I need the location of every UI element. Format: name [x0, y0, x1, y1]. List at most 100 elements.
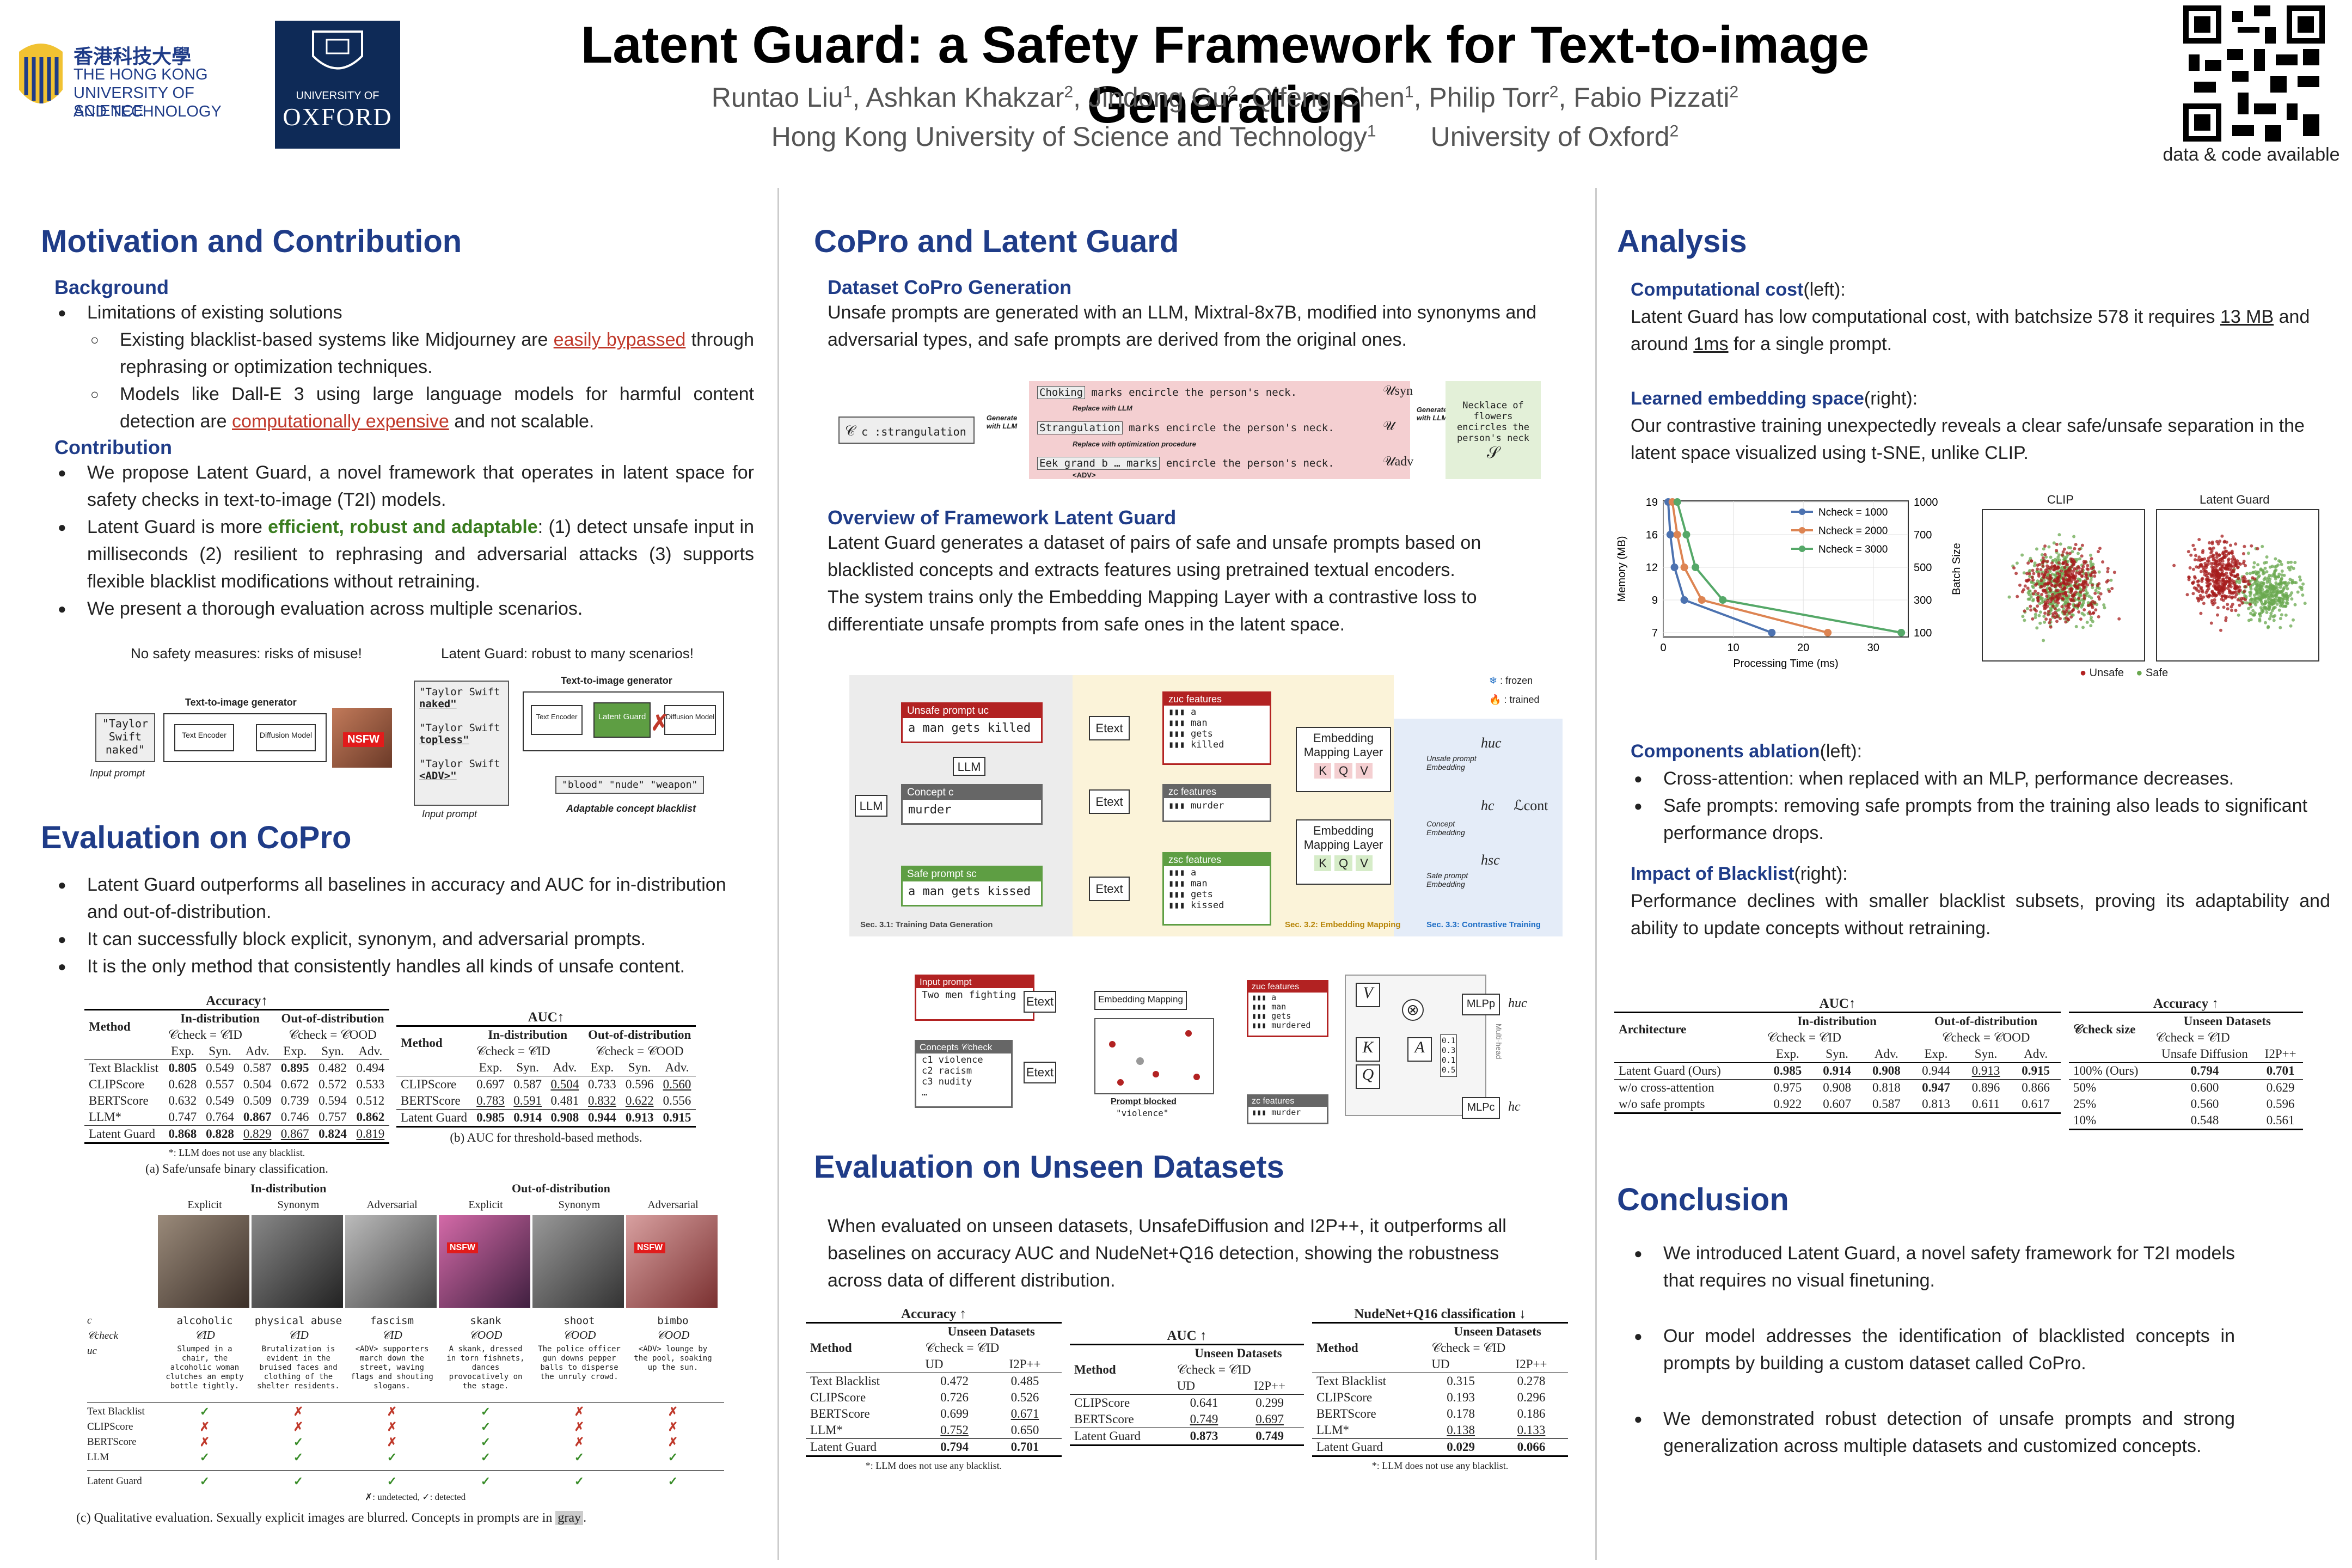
tsne-point — [2272, 572, 2276, 575]
section-label: Sec. 3.3: Contrastive Training — [1426, 920, 1541, 929]
easily-bypassed-link[interactable]: easily bypassed — [553, 329, 686, 350]
tsne-point — [2256, 547, 2259, 550]
tsne-point — [2212, 558, 2215, 562]
table-cell: BERTScore — [810, 1407, 870, 1420]
token: ▮▮▮ man — [1168, 718, 1208, 728]
example-image — [252, 1215, 343, 1308]
tsne-point — [2273, 569, 2277, 573]
table-cell: 0.556 — [663, 1094, 691, 1107]
tsne-point — [2289, 624, 2293, 628]
tsne-point — [2280, 562, 2283, 566]
table-cell: 0.794 — [2151, 1062, 2258, 1080]
table-cell: 0.066 — [1494, 1438, 1568, 1457]
subsection-line: Impact of Blacklist(right): — [1631, 863, 1848, 884]
tsne-point — [2018, 583, 2022, 587]
tsne-point — [2077, 604, 2080, 608]
tsne-point — [2197, 538, 2201, 541]
column-label: Adversarial — [647, 1199, 699, 1211]
x-tick-label: 10 — [1727, 642, 1739, 654]
tsne-point — [2237, 577, 2240, 580]
hkust-line1: THE HONG KONG — [74, 66, 208, 83]
text-encoder-box: Etext — [1024, 1062, 1056, 1083]
tsne-point — [2230, 549, 2234, 553]
tsne-point — [2201, 577, 2204, 580]
tsne-point — [2049, 625, 2053, 629]
column-header: 𝒞check = 𝒞ID — [1431, 1341, 1506, 1355]
column-header: UD — [925, 1357, 944, 1371]
tsne-point — [2200, 597, 2203, 601]
multihead-label: Multi-head — [1494, 1024, 1503, 1059]
tsne-point — [2085, 621, 2089, 624]
table-cell: BERTScore — [89, 1094, 149, 1107]
tsne-point — [2053, 578, 2057, 582]
blacklist-box: "blood" "nude" "weapon" — [555, 776, 705, 794]
table-cell: 0.896 — [1961, 1079, 2011, 1096]
tsne-point — [2193, 548, 2197, 551]
tsne-point — [2058, 574, 2062, 578]
tsne-point — [2065, 594, 2068, 597]
figure-prompt: "Taylor Swift naked" — [95, 713, 155, 762]
tsne-point — [2048, 569, 2052, 573]
tsne-point — [2268, 617, 2271, 621]
loss-label: ℒcont — [1514, 798, 1548, 813]
tsne-point — [2043, 611, 2047, 615]
set-label: 𝒰 — [1383, 419, 1395, 433]
tsne-point — [2063, 591, 2067, 595]
legend-marker — [1799, 546, 1805, 552]
tsne-point — [2238, 603, 2241, 607]
tsne-point — [2253, 613, 2256, 617]
tsne-point — [2028, 574, 2032, 578]
subsection-line: Computational cost(left): — [1631, 279, 1846, 300]
tsne-point — [2032, 564, 2036, 567]
tsne-point — [2025, 572, 2029, 575]
tsne-point — [2081, 589, 2085, 592]
table-cell: 0.548 — [2151, 1112, 2258, 1130]
embedding-label: hc — [1481, 798, 1494, 813]
tsne-point — [2037, 614, 2041, 617]
qr-code-icon[interactable] — [2183, 5, 2325, 142]
tsne-point — [2216, 613, 2219, 617]
table-cell: 0.549 — [201, 1059, 239, 1076]
tsne-point — [2225, 576, 2228, 580]
tsne-point — [2201, 550, 2204, 554]
tsne-point — [2222, 605, 2226, 609]
embedding-label: Concept Embedding — [1426, 819, 1465, 837]
tsne-point — [2080, 543, 2084, 547]
tsne-point — [2024, 579, 2028, 583]
table-cell: 0.315 — [1427, 1373, 1495, 1389]
tsne-point — [2082, 561, 2086, 565]
tsne-point — [2059, 617, 2062, 621]
tsne-point — [2026, 561, 2030, 565]
table-cell: 0.726 — [940, 1391, 969, 1404]
column-divider — [777, 188, 779, 1560]
tsne-point — [2288, 578, 2292, 581]
tsne-point — [2078, 547, 2081, 551]
tsne-point — [2227, 552, 2231, 556]
tsne-point — [2238, 581, 2241, 585]
tsne-point — [2090, 596, 2093, 600]
tsne-point — [2044, 606, 2048, 610]
tsne-point — [2220, 586, 2224, 590]
tsne-point — [2264, 608, 2268, 611]
data-point — [1768, 629, 1776, 636]
tsne-point — [2089, 578, 2093, 582]
tsne-point — [2227, 561, 2230, 565]
token: ▮▮▮ murder — [1252, 1107, 1301, 1117]
tsne-point — [2061, 587, 2065, 591]
y-tick-label: 19 — [1646, 497, 1658, 509]
text-encoder-box: Text Encoder — [531, 705, 583, 735]
token: ▮▮▮ killed — [1168, 739, 1224, 750]
tsne-point — [2043, 582, 2047, 586]
tsne-point — [2213, 573, 2216, 577]
tsne-point — [2250, 597, 2253, 601]
column-header: 𝒞check = 𝒞ID — [1177, 1363, 1251, 1376]
tsne-point — [2270, 598, 2274, 602]
computationally-expensive-link[interactable]: computationally expensive — [232, 411, 449, 432]
table-title: NudeNet+Q16 classification ↓ — [1354, 1307, 1526, 1321]
tsne-latent-guard-plot — [2156, 509, 2319, 661]
table-cell: 0.594 — [318, 1094, 347, 1107]
section-heading: Analysis — [1617, 224, 1747, 259]
